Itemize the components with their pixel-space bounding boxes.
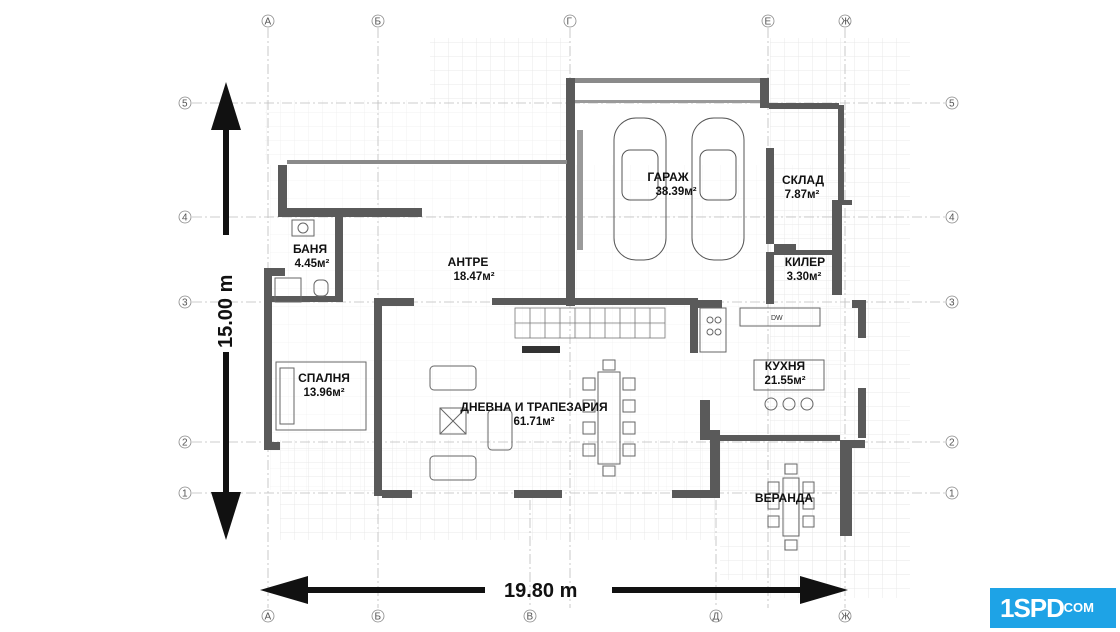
grid-row-5-right: 5 bbox=[949, 99, 955, 110]
width-dimension: 19.80 m bbox=[260, 576, 848, 604]
dining-table bbox=[582, 359, 636, 477]
living-furniture bbox=[429, 365, 513, 481]
room-bedroom-area: 13.96м² bbox=[303, 387, 344, 399]
room-hall-area: 18.47м² bbox=[453, 271, 494, 283]
logo-background bbox=[990, 588, 1116, 628]
grid-row-3-left: 3 bbox=[182, 298, 188, 309]
room-veranda-name: ВЕРАНДА bbox=[755, 491, 814, 505]
grid-row-2-left: 2 bbox=[182, 438, 188, 449]
room-garage-area: 38.39м² bbox=[655, 186, 696, 198]
site-logo[interactable]: 1SPD .COM bbox=[990, 588, 1116, 628]
width-value: 19.80 m bbox=[504, 580, 577, 602]
kitchen-fixtures bbox=[699, 307, 825, 411]
grid-col-d-bottom: Д bbox=[713, 612, 720, 623]
grid-row-5-left: 5 bbox=[182, 99, 188, 110]
logo-domain: .COM bbox=[1060, 600, 1094, 615]
grid-row-4-left: 4 bbox=[182, 213, 188, 224]
grid-col-e-top: Е bbox=[765, 17, 772, 28]
room-kitchen-area: 21.55м² bbox=[764, 375, 805, 387]
grid-row-2-right: 2 bbox=[949, 438, 955, 449]
depth-dimension: 15.00 m bbox=[211, 82, 241, 540]
grid-col-b-top: Б bbox=[375, 17, 382, 28]
grid-labels: А Б Г Е Ж А Б В Д Ж 5 4 3 2 1 5 4 3 2 1 bbox=[182, 17, 955, 623]
grid-col-zh-top: Ж bbox=[841, 17, 851, 28]
room-garage-name: ГАРАЖ bbox=[647, 170, 688, 184]
staircase bbox=[514, 307, 666, 339]
room-bath-area: 4.45м² bbox=[295, 258, 330, 270]
grid-col-b-bottom: Б bbox=[375, 612, 382, 623]
grid-col-g-top: Г bbox=[567, 17, 573, 28]
fireplace-block bbox=[522, 346, 560, 353]
room-storage-name: СКЛАД bbox=[782, 173, 825, 187]
bath-fixtures bbox=[274, 219, 329, 303]
bed bbox=[275, 361, 367, 431]
logo-text: 1SPD bbox=[1000, 593, 1065, 623]
room-pantry-name: КИЛЕР bbox=[785, 255, 825, 269]
grid-row-1-right: 1 bbox=[949, 489, 955, 500]
room-bath-name: БАНЯ bbox=[293, 242, 327, 256]
grid-col-a-bottom: А bbox=[265, 612, 272, 623]
grid-col-v-bottom: В bbox=[527, 612, 534, 623]
grid-col-a-top: А bbox=[265, 17, 272, 28]
room-living-name: ДНЕВНА И ТРАПЕЗАРИЯ bbox=[460, 400, 607, 414]
garage-cars bbox=[613, 117, 745, 261]
room-pantry-area: 3.30м² bbox=[787, 271, 822, 283]
room-bedroom-name: СПАЛНЯ bbox=[298, 371, 350, 385]
room-living-area: 61.71м² bbox=[513, 416, 554, 428]
grid-bubbles bbox=[178, 14, 959, 623]
depth-value: 15.00 m bbox=[215, 275, 237, 348]
room-labels: ГАРАЖ 38.39м² СКЛАД 7.87м² БАНЯ 4.45м² А… bbox=[293, 170, 825, 505]
room-storage-area: 7.87м² bbox=[785, 189, 820, 201]
grid-row-3-right: 3 bbox=[949, 298, 955, 309]
veranda-table bbox=[767, 463, 815, 551]
room-hall-name: АНТРЕ bbox=[448, 255, 489, 269]
grid-row-4-right: 4 bbox=[949, 213, 955, 224]
room-kitchen-name: КУХНЯ bbox=[765, 359, 805, 373]
dishwasher-label: DW bbox=[771, 315, 783, 322]
walls bbox=[264, 78, 866, 536]
grid-col-zh-bottom: Ж bbox=[841, 612, 851, 623]
grid-row-1-left: 1 bbox=[182, 489, 188, 500]
